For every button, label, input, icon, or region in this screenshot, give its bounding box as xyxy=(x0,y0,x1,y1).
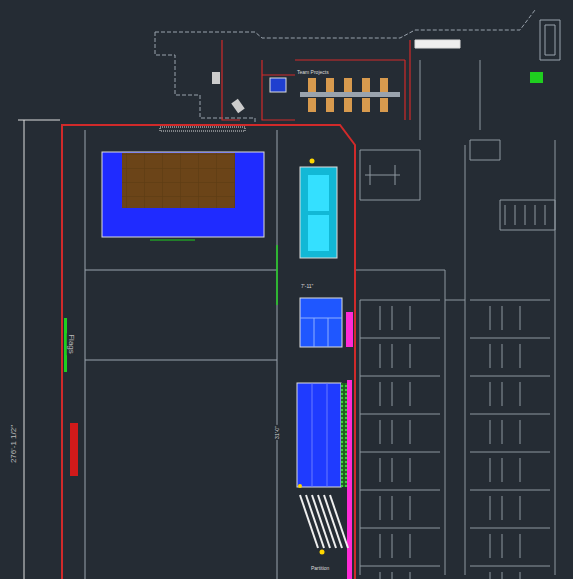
wall-line xyxy=(470,528,550,529)
wall-line xyxy=(520,306,521,330)
wall-line xyxy=(470,300,550,301)
wall-line xyxy=(470,376,550,377)
wall-line xyxy=(470,338,550,339)
wall-line xyxy=(380,496,381,520)
wall-line xyxy=(470,414,550,415)
wall-line xyxy=(520,534,521,558)
wall-line xyxy=(490,496,491,520)
wall-line xyxy=(360,566,440,567)
wall-line xyxy=(410,572,411,579)
wall-line xyxy=(360,490,440,491)
wall-line xyxy=(502,572,503,579)
plan-label: Team Projects xyxy=(296,70,330,75)
plan-label: 7'-11" xyxy=(300,284,314,289)
wall-line xyxy=(490,420,491,444)
wall-line xyxy=(380,534,381,558)
wall-line xyxy=(502,534,503,558)
wall-line xyxy=(392,572,393,579)
wall-line xyxy=(410,458,411,482)
wall-line xyxy=(392,458,393,482)
wall-line xyxy=(520,458,521,482)
wall-line xyxy=(392,534,393,558)
wall-line xyxy=(392,306,393,330)
wall-line xyxy=(502,420,503,444)
wall-line xyxy=(520,496,521,520)
wall-line xyxy=(502,458,503,482)
wall-line xyxy=(470,566,550,567)
wall-line xyxy=(380,306,381,330)
wall-line xyxy=(410,534,411,558)
plan-label: Flags xyxy=(67,333,75,355)
wall-line xyxy=(470,490,550,491)
wall-line xyxy=(520,420,521,444)
wall-line xyxy=(490,306,491,330)
plan-label: 31'-0" xyxy=(275,425,280,440)
wall-line xyxy=(410,496,411,520)
wall-line xyxy=(392,382,393,406)
wall-line xyxy=(490,382,491,406)
wall-line xyxy=(410,420,411,444)
wall-line xyxy=(392,344,393,368)
wall-line xyxy=(520,344,521,368)
wall-line xyxy=(502,306,503,330)
wall-line xyxy=(410,306,411,330)
wall-line xyxy=(392,496,393,520)
wall-line xyxy=(380,344,381,368)
wall-line xyxy=(380,382,381,406)
wall-line xyxy=(470,452,550,453)
wall-line xyxy=(490,534,491,558)
wall-line xyxy=(502,344,503,368)
plan-label: Partition xyxy=(310,566,330,571)
plan-label: 276'-1 1/2" xyxy=(10,424,18,464)
wall-line xyxy=(360,452,440,453)
wall-line xyxy=(380,572,381,579)
wall-line xyxy=(490,344,491,368)
wall-line xyxy=(410,382,411,406)
wall-line xyxy=(360,528,440,529)
wall-line xyxy=(490,458,491,482)
wall-line xyxy=(380,420,381,444)
wall-line xyxy=(490,572,491,579)
wall-line xyxy=(520,572,521,579)
wall-line xyxy=(360,300,440,301)
wall-line xyxy=(410,344,411,368)
wall-line xyxy=(520,382,521,406)
wall-line xyxy=(392,420,393,444)
wall-line xyxy=(360,414,440,415)
wall-line xyxy=(502,496,503,520)
wall-line xyxy=(360,376,440,377)
wall-line xyxy=(360,338,440,339)
wall-line xyxy=(502,382,503,406)
wall-line xyxy=(330,495,348,548)
wall-line xyxy=(380,458,381,482)
